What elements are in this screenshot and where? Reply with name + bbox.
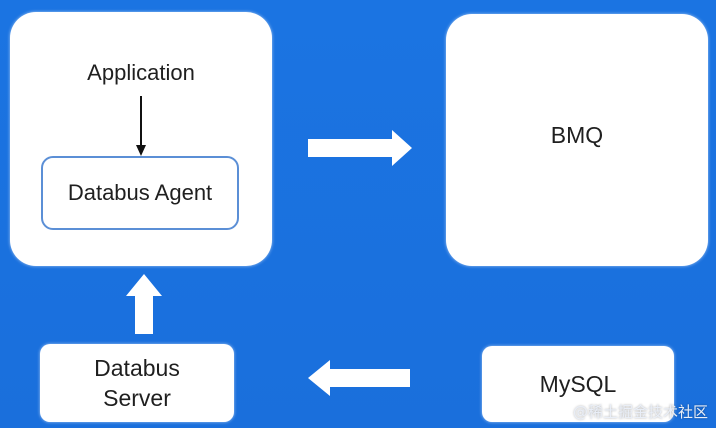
application-label: Application (87, 60, 195, 85)
databus-server-label: Databus Server (94, 355, 180, 411)
mysql-to-server-arrow (308, 360, 410, 396)
server-to-application-arrow (126, 274, 162, 334)
databus-server-node: Databus Server (40, 344, 234, 422)
databus-agent-label: Databus Agent (67, 180, 213, 205)
mysql-label: MySQL (539, 371, 617, 397)
application-node: Application Databus Agent (10, 12, 272, 266)
bmq-node: BMQ (446, 14, 708, 266)
mysql-node: MySQL (482, 346, 674, 422)
watermark-text: @稀土掘金技术社区 (572, 403, 708, 421)
databus-agent-node: Databus Agent (41, 156, 239, 230)
bmq-label: BMQ (550, 122, 604, 148)
agent-to-bmq-arrow (308, 130, 412, 166)
